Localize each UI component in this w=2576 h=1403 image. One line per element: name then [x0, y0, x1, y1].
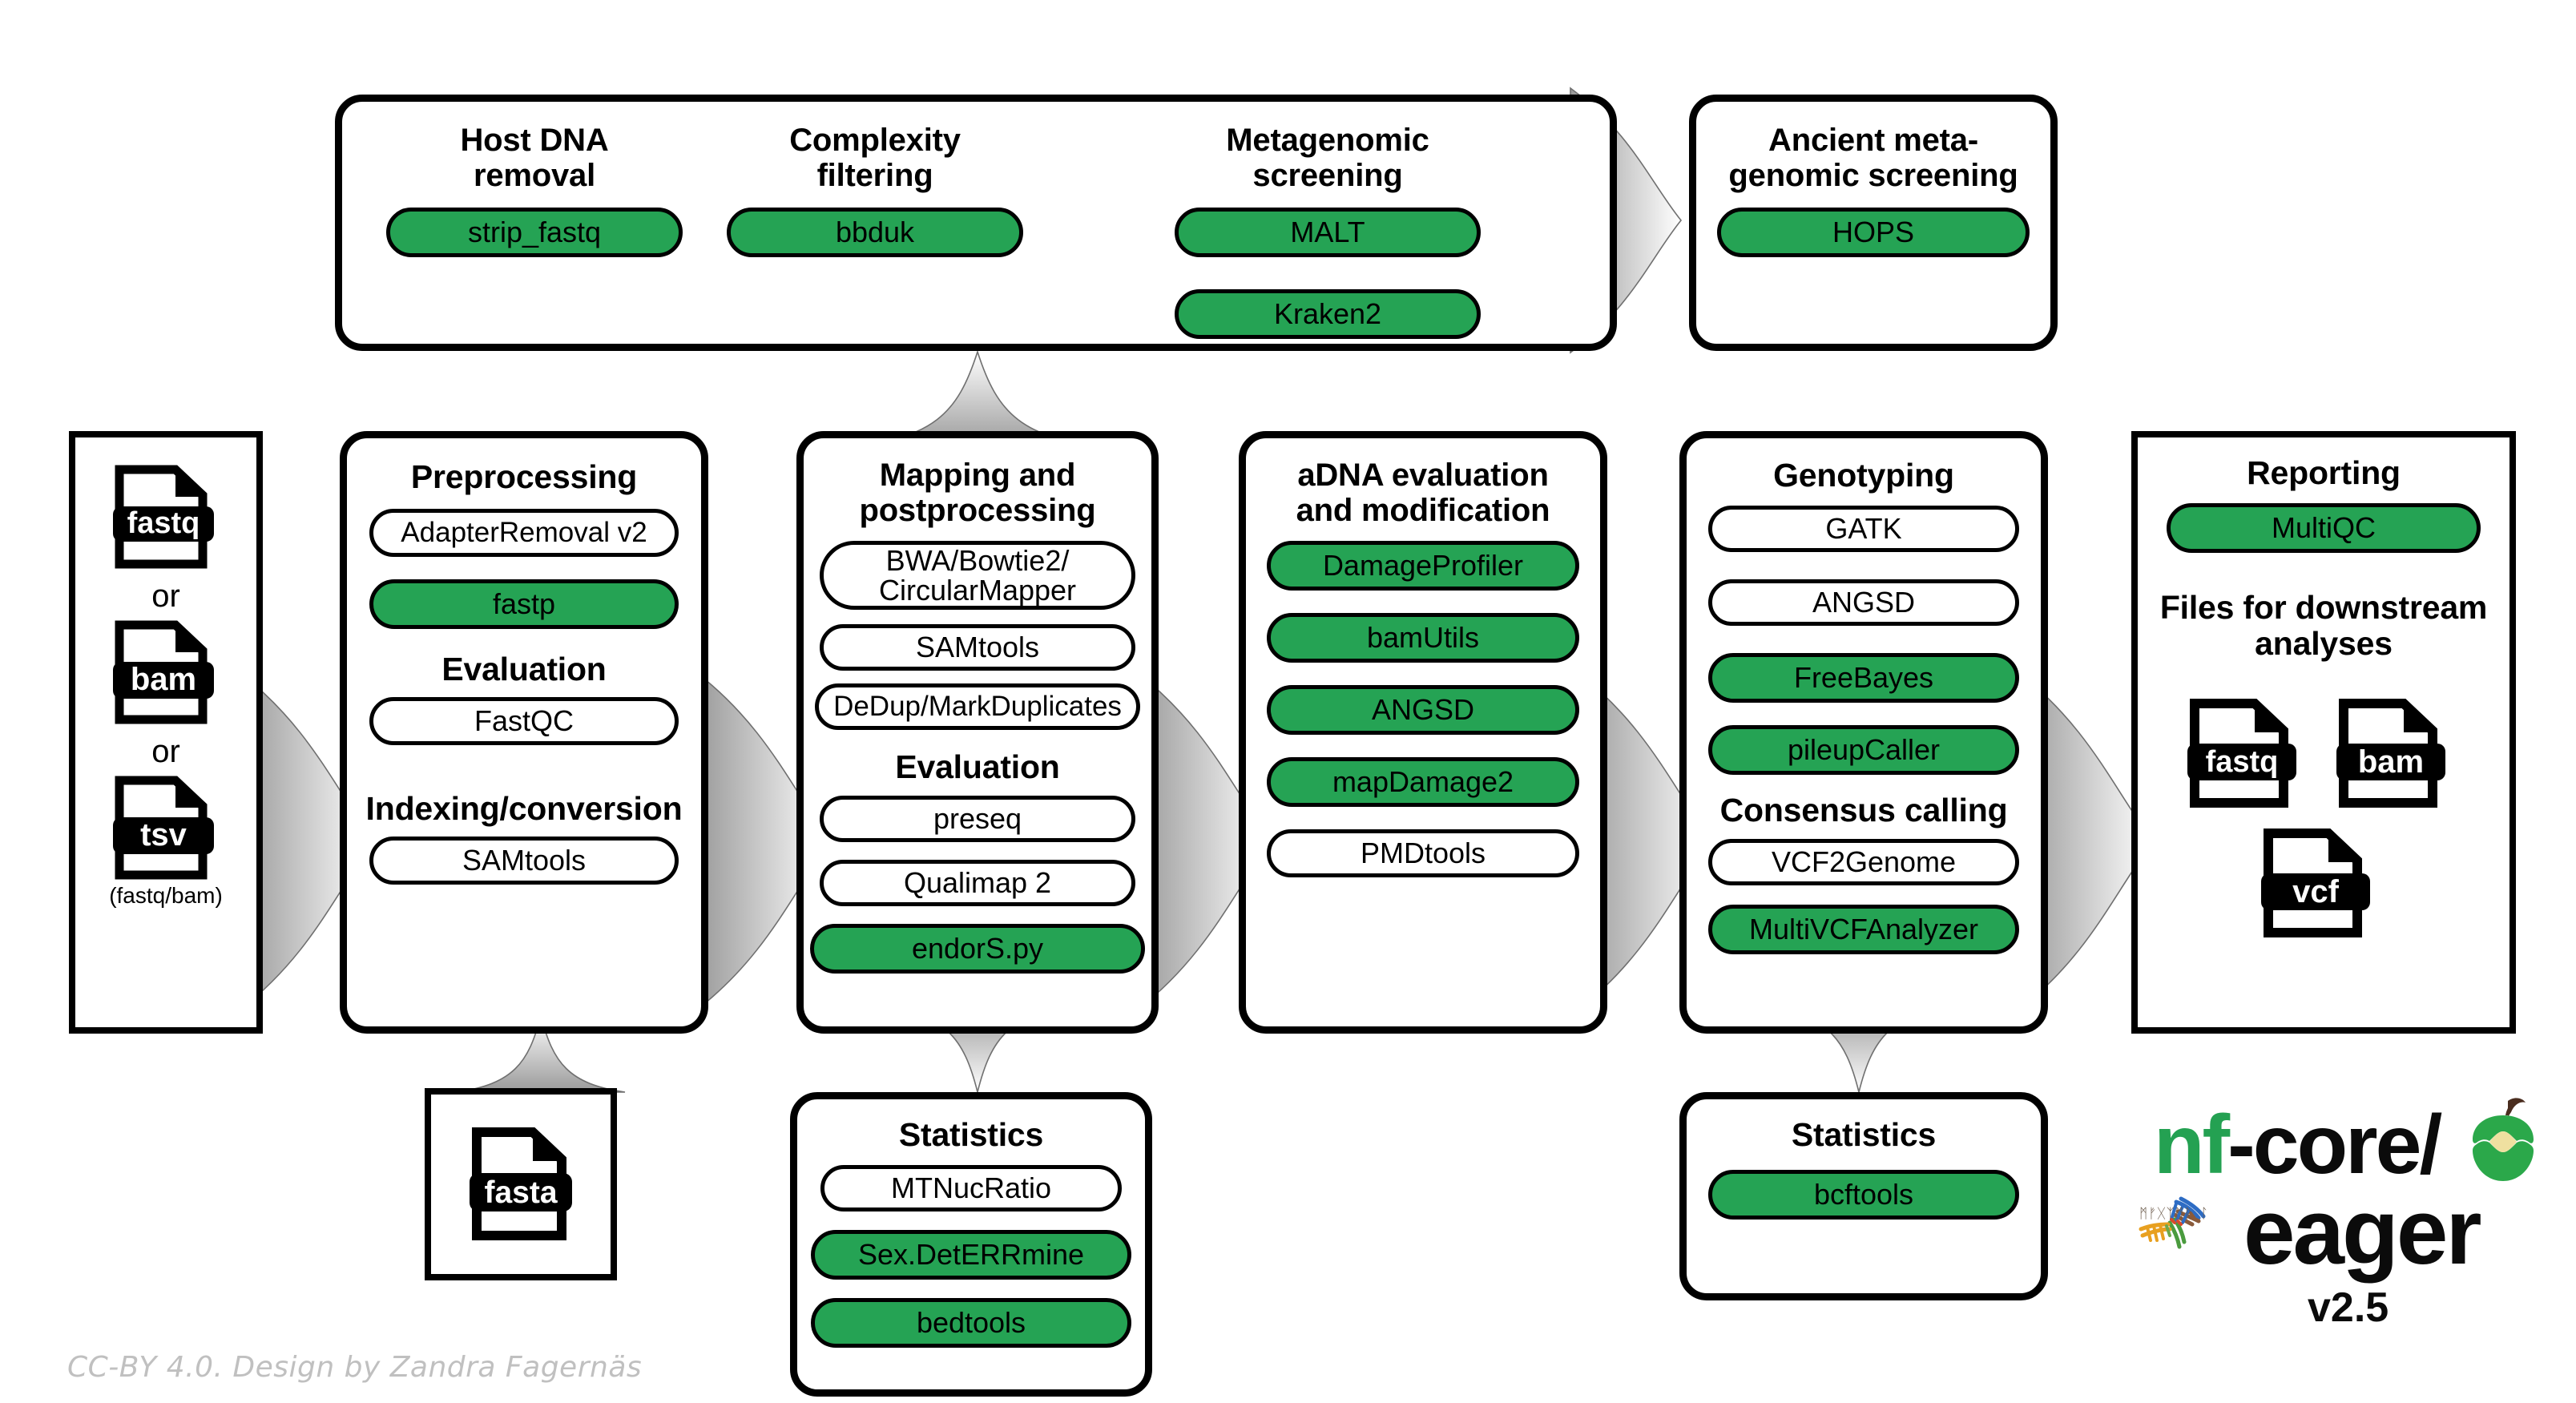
tool-pill[interactable]: AdapterRemoval v2 [369, 509, 679, 557]
tool-pill[interactable]: BWA/Bowtie2/ CircularMapper [820, 541, 1135, 610]
vcf-file-icon: vcf [2261, 828, 2370, 939]
logo-eager-text: eager [2243, 1179, 2482, 1284]
tool-pill[interactable]: VCF2Genome [1708, 839, 2019, 885]
statistics-mapping-title: Statistics [898, 1116, 1044, 1153]
preprocessing-subtitle-evaluation: Evaluation [441, 651, 607, 687]
logo-version-text: v2.5 [2308, 1284, 2389, 1331]
reporting-title: Reporting [2247, 454, 2401, 491]
bam-file-icon: bam [2336, 699, 2445, 809]
statistics-genotyping-title: Statistics [1791, 1116, 1937, 1153]
tool-pill[interactable]: pileupCaller [1708, 725, 2019, 775]
tool-pill[interactable]: Sex.DetERRmine [811, 1230, 1131, 1280]
credit-text: CC-BY 4.0. Design by Zandra Fagernäs [67, 1351, 643, 1384]
tool-pill[interactable]: ANGSD [1267, 685, 1579, 735]
screening-column-complexity: Complexity filtering bbduk [715, 123, 1035, 257]
mapping-box: Mapping and postprocessing BWA/Bowtie2/ … [796, 431, 1159, 1034]
tool-pill[interactable]: FreeBayes [1708, 653, 2019, 703]
tool-pill[interactable]: fastp [369, 579, 679, 629]
ancient-screening-title: Ancient meta- genomic screening [1728, 123, 2018, 193]
tool-pill[interactable]: HOPS [1717, 208, 2030, 257]
svg-text:fastq: fastq [2206, 745, 2279, 779]
tool-pill[interactable]: MALT [1175, 208, 1481, 257]
tool-pill[interactable]: endorS.py [810, 924, 1145, 974]
tool-pill[interactable]: GATK [1708, 506, 2019, 552]
adna-title: aDNA evaluation and modification [1296, 458, 1550, 528]
svg-text:vcf: vcf [2292, 874, 2339, 909]
tool-pill[interactable]: SAMtools [369, 837, 679, 885]
reporting-subtitle-downstream: Files for downstream analyses [2159, 589, 2488, 663]
logo-line-nf-core: nf-core/ [2154, 1098, 2442, 1193]
tool-pill[interactable]: PMDtools [1267, 829, 1579, 877]
svg-text:ᛗᚠᚷᛉᛗᚱ: ᛗᚠᚷᛉᛗᚱ [2139, 1206, 2193, 1222]
mapping-title: Mapping and postprocessing [859, 458, 1096, 528]
genotyping-box: Genotyping GATK ANGSD FreeBayes pileupCa… [1679, 431, 2048, 1034]
tool-pill[interactable]: strip_fastq [386, 208, 683, 257]
tool-pill[interactable]: Qualimap 2 [820, 860, 1135, 906]
tool-pill[interactable]: SAMtools [820, 624, 1135, 671]
input-files-box: fastq or bam or tsv (fastq/bam) [69, 431, 263, 1034]
dna-helix-icon: ᛗᚠᚷᛉᛗᚱ ᛚ [2130, 1184, 2218, 1264]
screening-column-title: Complexity filtering [789, 123, 961, 193]
tool-pill[interactable]: mapDamage2 [1267, 757, 1579, 807]
tool-pill[interactable]: bcftools [1708, 1170, 2019, 1220]
preprocessing-subtitle-indexing: Indexing/conversion [365, 790, 683, 827]
or-label: or [151, 734, 180, 769]
screening-column-host-dna: Host DNA removal strip_fastq [374, 123, 695, 257]
reporting-box: Reporting MultiQC Files for downstream a… [2131, 431, 2516, 1034]
tool-pill[interactable]: MultiQC [2167, 503, 2481, 553]
svg-text:fastq: fastq [127, 506, 200, 540]
genotyping-subtitle-consensus: Consensus calling [1719, 792, 2008, 828]
tool-pill[interactable]: FastQC [369, 697, 679, 745]
statistics-genotyping-box: Statistics bcftools [1679, 1092, 2048, 1300]
tsv-file-icon: tsv [113, 776, 214, 880]
adna-box: aDNA evaluation and modification DamageP… [1239, 431, 1607, 1034]
screening-box: Host DNA removal strip_fastq Complexity … [335, 95, 1617, 351]
tool-pill[interactable]: DamageProfiler [1267, 541, 1579, 591]
or-label: or [151, 579, 180, 614]
statistics-mapping-box: Statistics MTNucRatio Sex.DetERRmine bed… [790, 1092, 1152, 1397]
logo-nf-text: nf [2154, 1099, 2230, 1191]
reference-genome-box: fasta [425, 1088, 617, 1280]
tool-pill[interactable]: MTNucRatio [820, 1165, 1122, 1211]
tool-pill[interactable]: bamUtils [1267, 613, 1579, 663]
apple-core-icon [2468, 1096, 2538, 1186]
tool-pill[interactable]: MultiVCFAnalyzer [1708, 905, 2019, 954]
mapping-subtitle-evaluation: Evaluation [895, 748, 1060, 785]
svg-text:bam: bam [2358, 744, 2424, 780]
genotyping-title: Genotyping [1773, 457, 1954, 494]
tool-pill[interactable]: DeDup/MarkDuplicates [815, 683, 1140, 730]
nf-core-eager-logo: nf-core/ [2115, 1098, 2534, 1354]
tool-pill[interactable]: bbduk [727, 208, 1023, 257]
preprocessing-title: Preprocessing [410, 458, 638, 495]
fasta-file-icon: fasta [470, 1127, 572, 1243]
svg-text:ᛚ: ᛚ [2200, 1206, 2208, 1222]
tool-pill[interactable]: Kraken2 [1175, 289, 1481, 339]
tsv-note-label: (fastq/bam) [109, 883, 223, 908]
svg-text:fasta: fasta [484, 1175, 557, 1210]
fastq-file-icon: fastq [113, 465, 214, 569]
svg-text:tsv: tsv [140, 817, 187, 853]
svg-text:bam: bam [131, 662, 196, 697]
ancient-screening-box: Ancient meta- genomic screening HOPS [1689, 95, 2058, 351]
preprocessing-box: Preprocessing AdapterRemoval v2 fastp Ev… [340, 431, 708, 1034]
logo-core-text: -core/ [2227, 1099, 2442, 1191]
tool-pill[interactable]: bedtools [811, 1298, 1131, 1348]
bam-file-icon: bam [113, 620, 214, 724]
fastq-file-icon: fastq [2187, 699, 2296, 809]
screening-column-title: Metagenomic screening [1226, 123, 1429, 193]
screening-column-title: Host DNA removal [460, 123, 609, 193]
tool-pill[interactable]: preseq [820, 796, 1135, 842]
screening-column-metagenomic: Metagenomic screening MALT Kraken2 [1167, 123, 1488, 339]
tool-pill[interactable]: ANGSD [1708, 579, 2019, 626]
